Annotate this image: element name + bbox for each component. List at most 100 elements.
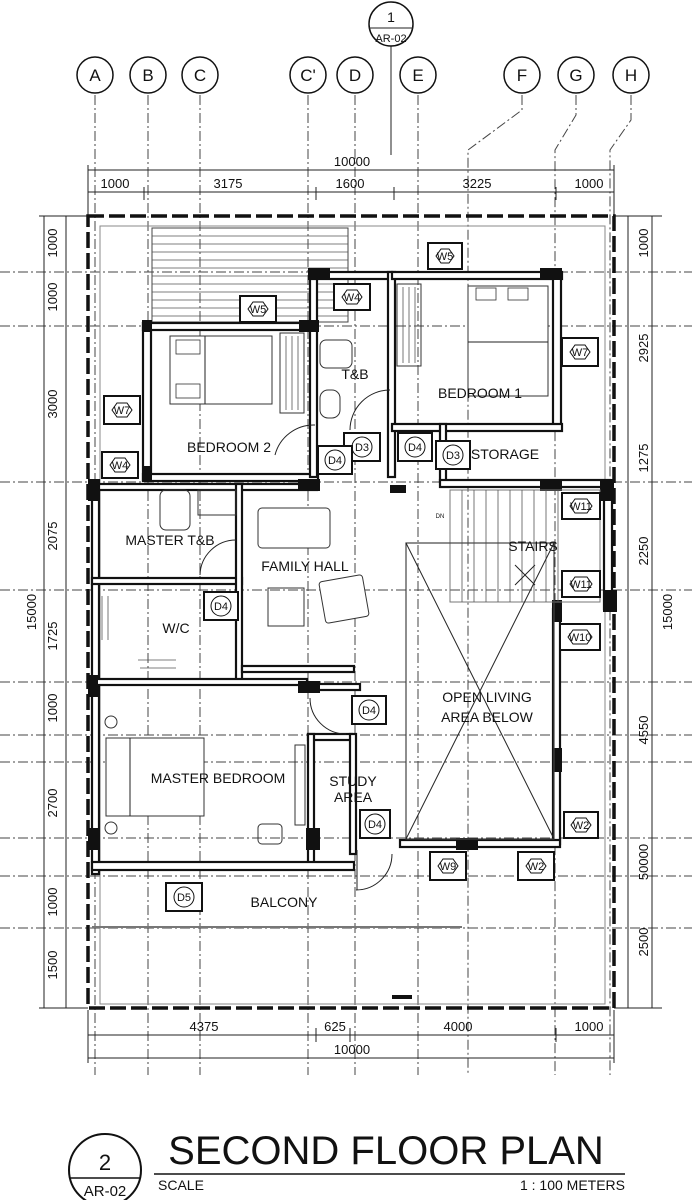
room-label-master-tb: MASTER T&B	[125, 532, 214, 548]
room-label-storage: STORAGE	[471, 446, 539, 462]
building-outline	[86, 214, 616, 1010]
wc-closet	[101, 596, 176, 669]
dim-left-6: 1000	[45, 694, 60, 723]
grid-bubble-c-prime: C'	[289, 56, 327, 94]
room-label-tb: T&B	[341, 366, 368, 382]
room-labels: BEDROOM 1 BEDROOM 2 T&B STORAGE MASTER T…	[125, 366, 557, 910]
svg-text:W2: W2	[573, 820, 590, 832]
stair-landing-mark	[392, 995, 412, 999]
tag-d3-storage: D3	[435, 440, 471, 470]
room-label-stairs: STAIRS	[508, 538, 558, 554]
dim-bottom-overall: 10000	[334, 1042, 370, 1057]
furniture	[92, 283, 549, 999]
dim-right-4: 2250	[636, 537, 651, 566]
bed-bedroom-1	[467, 285, 549, 397]
wardrobe-bedroom-2	[279, 332, 305, 414]
grid-bubble-b: B	[129, 56, 167, 94]
dim-top-5: 1000	[575, 176, 604, 191]
tag-d4-tb-left: D4	[317, 445, 353, 475]
svg-text:W5: W5	[250, 304, 267, 316]
svg-text:D3: D3	[355, 442, 369, 454]
svg-text:W7: W7	[572, 347, 589, 359]
dim-left-9: 1500	[45, 951, 60, 980]
room-label-wc: W/C	[162, 620, 189, 636]
master-tb-fixtures	[159, 489, 237, 531]
wardrobe-bedroom-1	[396, 283, 422, 367]
svg-text:D4: D4	[214, 601, 228, 613]
bottom-dimensions: 4375 625 4000 1000 10000	[87, 1010, 615, 1063]
svg-text:W7: W7	[114, 405, 131, 417]
title-sheet-ref: AR-02	[84, 1183, 127, 1200]
svg-text:D4: D4	[328, 455, 342, 467]
room-label-study-1: STUDY	[329, 773, 377, 789]
dim-bottom-3: 4000	[444, 1019, 473, 1034]
dim-right-3: 1275	[636, 444, 651, 473]
section-marker: 1 AR-02	[368, 1, 414, 155]
dim-left-4: 2075	[45, 522, 60, 551]
dim-bottom-4: 1000	[575, 1019, 604, 1034]
grid-bubble-d: D	[336, 56, 374, 94]
dim-right-1: 1000	[636, 229, 651, 258]
grid-bubble-g: G	[557, 56, 595, 94]
title-block: 2 AR-02 SECOND FLOOR PLAN SCALE 1 : 100 …	[68, 1129, 625, 1200]
dim-left-1: 1000	[45, 229, 60, 258]
bed-bedroom-2	[169, 335, 273, 405]
dim-right-7: 2500	[636, 928, 651, 957]
tag-w4-left: W4	[101, 451, 139, 479]
room-label-study-2: AREA	[334, 789, 373, 805]
tag-w7-right: W7	[561, 337, 599, 367]
dim-top-4: 3225	[463, 176, 492, 191]
svg-text:E: E	[412, 66, 423, 85]
tag-w10: W10	[559, 623, 601, 651]
title-number: 2	[99, 1150, 111, 1175]
top-dimensions: 10000 1000 3175 1600 3225 1000	[87, 154, 615, 215]
svg-text:W4: W4	[112, 460, 129, 472]
dim-right-6: 50000	[636, 844, 651, 880]
room-label-family-hall: FAMILY HALL	[261, 558, 349, 574]
dim-top-overall: 10000	[334, 154, 370, 169]
svg-text:D5: D5	[177, 892, 191, 904]
tag-d4-study: D4	[359, 809, 391, 839]
svg-text:C: C	[194, 66, 206, 85]
svg-text:D: D	[349, 66, 361, 85]
drawing-title: SECOND FLOOR PLAN	[168, 1129, 604, 1173]
svg-text:W4: W4	[344, 292, 361, 304]
section-number: 1	[387, 9, 395, 25]
dim-bottom-1: 4375	[190, 1019, 219, 1034]
svg-text:D3: D3	[446, 450, 460, 462]
tag-w2-bottom: W2	[517, 851, 555, 881]
svg-text:W11: W11	[570, 501, 592, 513]
svg-text:H: H	[625, 66, 637, 85]
svg-text:W2: W2	[528, 861, 545, 873]
scale-label: SCALE	[158, 1177, 204, 1193]
toilet-tb	[319, 339, 353, 419]
svg-text:D4: D4	[368, 819, 382, 831]
dim-bottom-2: 625	[324, 1019, 346, 1034]
room-label-bedroom-2: BEDROOM 2	[187, 439, 271, 455]
tag-w4-tb: W4	[333, 283, 371, 311]
sofa-family-hall	[257, 507, 370, 627]
grid-bubble-f: F	[503, 56, 541, 94]
svg-text:B: B	[142, 66, 153, 85]
dim-top-3: 1600	[336, 176, 365, 191]
scale-value: 1 : 100 METERS	[520, 1177, 625, 1193]
section-sheet-ref: AR-02	[375, 33, 406, 45]
balcony-rail	[92, 926, 462, 928]
grid-bubble-h: H	[612, 56, 650, 94]
columns	[88, 268, 617, 850]
tag-w11-upper: W11	[561, 492, 601, 520]
svg-text:A: A	[89, 66, 101, 85]
stairs-dn-label: DN	[436, 514, 445, 520]
svg-text:W9: W9	[440, 861, 457, 873]
room-label-balcony: BALCONY	[251, 894, 319, 910]
room-label-master-bedroom: MASTER BEDROOM	[151, 770, 286, 786]
room-label-bedroom-1: BEDROOM 1	[438, 385, 522, 401]
tag-w11-lower: W11	[561, 570, 601, 598]
tag-w5-bedroom-2: W5	[239, 295, 277, 323]
grid-bubble-c: C	[181, 56, 219, 94]
dim-left-overall: 15000	[24, 594, 39, 630]
door-swings	[199, 389, 393, 891]
tag-d4-hall: D4	[351, 695, 387, 725]
svg-text:G: G	[569, 66, 582, 85]
